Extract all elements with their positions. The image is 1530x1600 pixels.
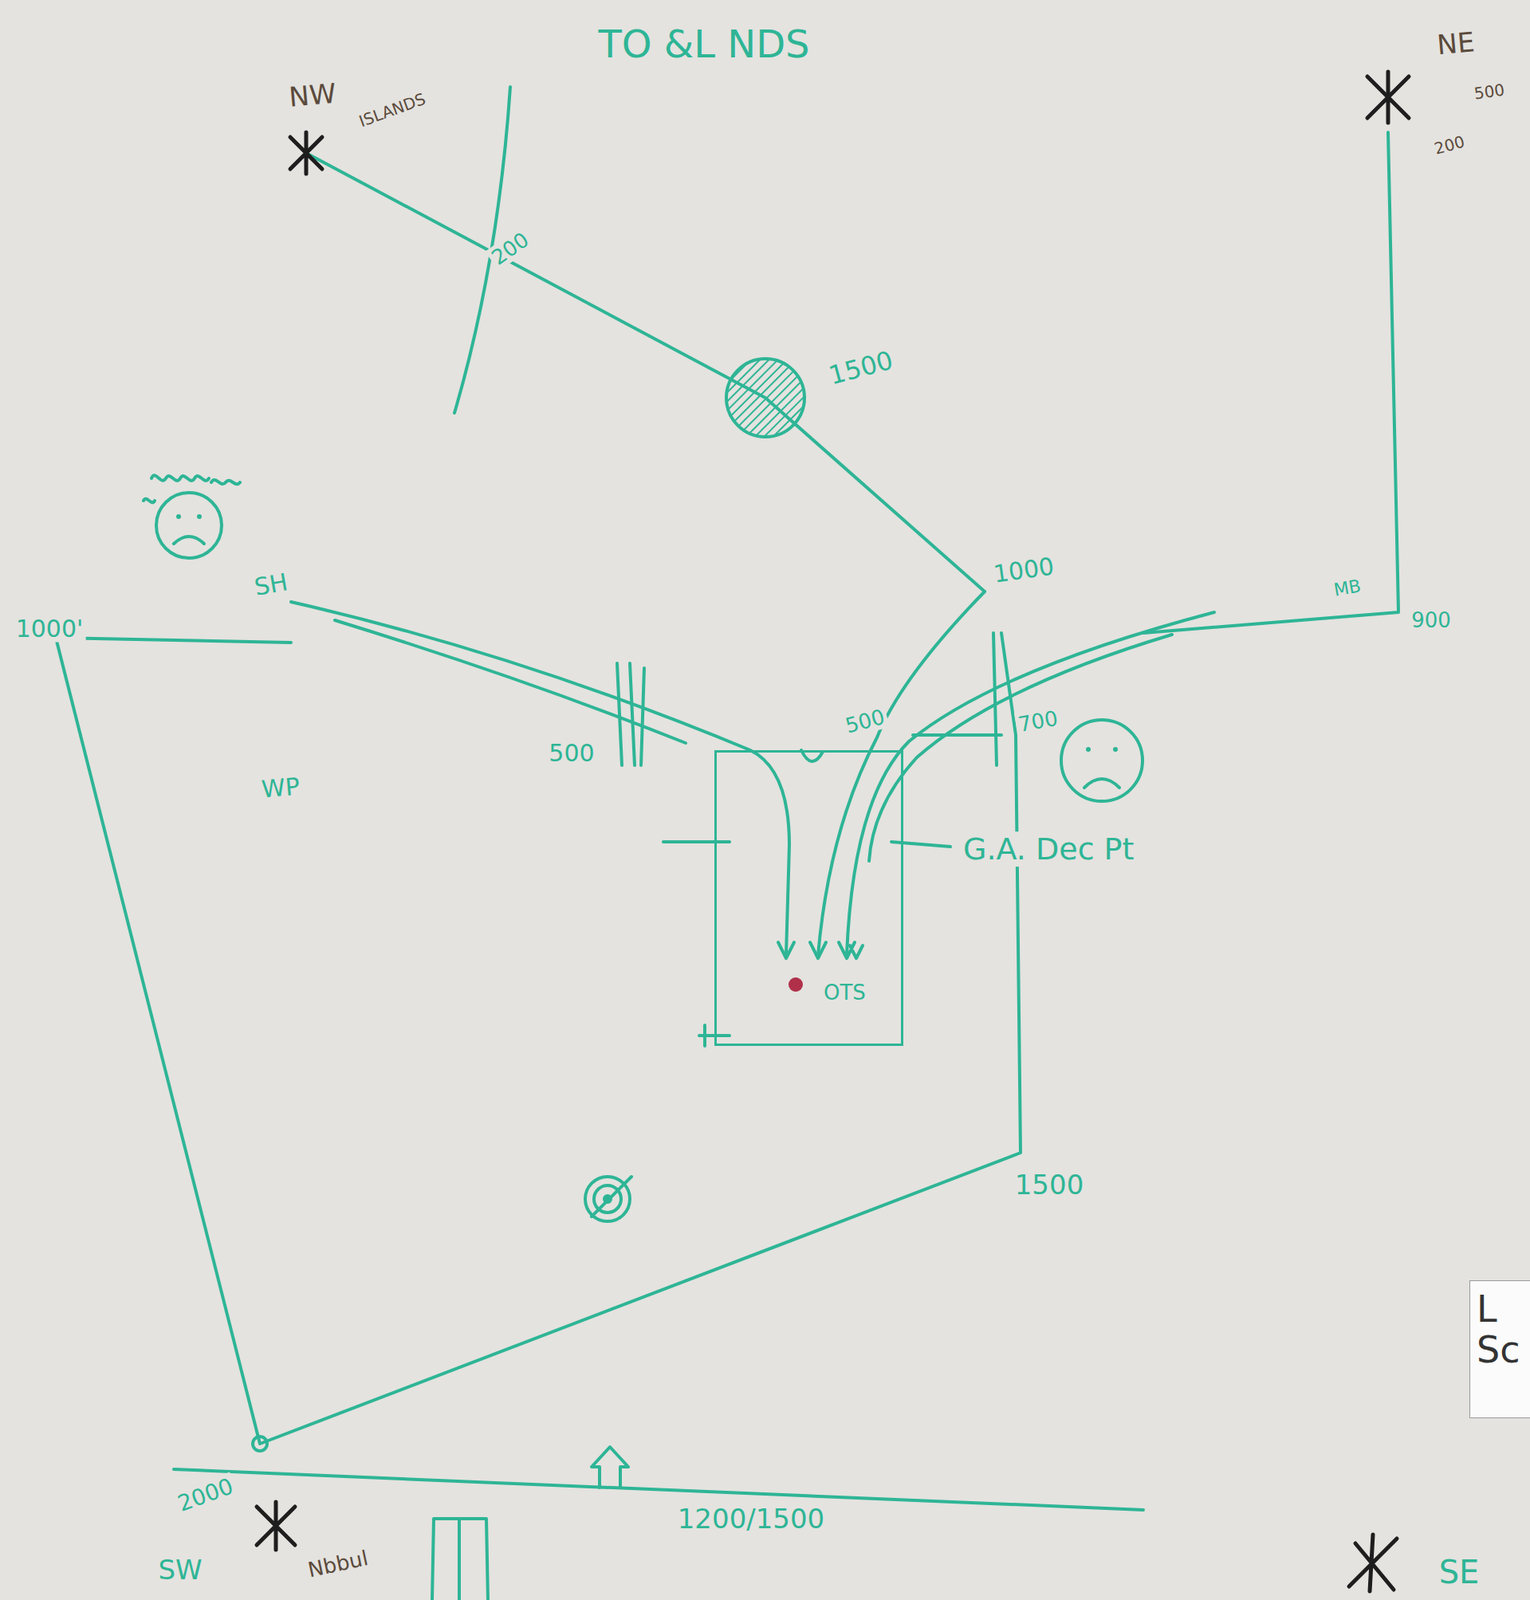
label-text: SE: [1436, 1553, 1483, 1591]
squiggles: [143, 475, 240, 503]
drop-zone-box: OTS: [714, 750, 904, 1047]
star-marker: [256, 1502, 295, 1550]
map-label: G.A. Dec Pt: [960, 833, 1137, 867]
map-label: 200: [485, 226, 535, 271]
target-slash: [591, 1176, 632, 1217]
eye: [196, 514, 202, 520]
label-text: 1000: [989, 551, 1059, 589]
tower-symbol: [432, 1518, 488, 1600]
label-text: 900: [1408, 608, 1454, 633]
map-label: 1000': [13, 615, 87, 642]
tick-marks: [663, 841, 730, 1047]
map-label: 1500: [823, 346, 899, 392]
boundary-outline: [55, 633, 1021, 1444]
map-label: 1500: [1012, 1170, 1087, 1200]
label-text: G.A. Dec Pt: [960, 831, 1137, 867]
target-center: [602, 1194, 613, 1204]
label-text: 1500: [823, 344, 899, 392]
baseline-road: [173, 1469, 1144, 1511]
map-label: 200: [1430, 132, 1469, 159]
sad-face: [1061, 719, 1143, 802]
map-label: 1000: [989, 552, 1059, 588]
map-label: 2000: [172, 1473, 239, 1518]
map-label: MB: [1329, 576, 1365, 602]
house-symbol: [591, 1447, 629, 1488]
label-text: 200: [1430, 131, 1470, 160]
label-text: 2000: [172, 1471, 240, 1518]
label-text: 1200/1500: [675, 1502, 828, 1535]
label-text: WP: [258, 771, 304, 804]
map-label: SW: [155, 1555, 205, 1586]
corner-circle: [252, 1436, 268, 1452]
arrow-heads: [778, 942, 863, 959]
eye: [176, 514, 181, 520]
ots-dot: [788, 977, 803, 992]
map-label: 500: [840, 704, 889, 739]
sad-face-mouth: [173, 536, 205, 544]
label-text: SH: [250, 567, 293, 602]
label-text: SW: [155, 1553, 205, 1586]
label-text: 500: [840, 704, 890, 739]
eye: [1085, 747, 1091, 752]
phase-line-left: [617, 663, 645, 766]
label-text: NW: [285, 77, 340, 115]
label-text: TO &L NDS: [595, 21, 812, 67]
map-label: WP: [258, 772, 303, 803]
map-label: NW: [285, 78, 340, 114]
leader-line: [891, 841, 951, 847]
map-label: 1200/1500: [675, 1504, 828, 1534]
eye: [1113, 747, 1118, 752]
boundary-inner: [912, 733, 1002, 737]
star-marker: [1367, 71, 1409, 123]
label-text: 1500: [1012, 1168, 1087, 1201]
map-label: 900: [1408, 609, 1454, 633]
map-label: SE: [1436, 1554, 1483, 1590]
label-text: MB: [1329, 575, 1365, 602]
overlay-panel: L Sc: [1469, 1280, 1530, 1419]
label-text: NE: [1433, 25, 1479, 61]
ne-route: [1143, 132, 1399, 634]
map-label: TO &L NDS: [595, 23, 812, 66]
label-text: 500: [1470, 79, 1508, 104]
sad-face-mouth: [1084, 778, 1120, 788]
box-text: L Sc: [1476, 1289, 1530, 1370]
map-label: 500: [546, 739, 597, 767]
nw-route: [306, 153, 985, 592]
label-text: ISLANDS: [353, 88, 431, 132]
label-text: Nbbul: [303, 1545, 374, 1582]
hatched-circle: [726, 358, 805, 437]
sad-face: [156, 492, 222, 559]
phase-line-right: [993, 633, 997, 766]
box-text: OTS: [823, 981, 866, 1005]
map-label: Nbbul: [303, 1545, 373, 1582]
star-marker: [1349, 1534, 1397, 1592]
label-text: 500: [546, 739, 597, 767]
map-label: 700: [1014, 706, 1062, 737]
map-label: ISLANDS: [354, 89, 431, 131]
boundary-top: [55, 637, 292, 643]
map-label: 500: [1471, 80, 1509, 103]
label-text: 200: [484, 226, 535, 272]
map-label: SH: [250, 568, 293, 602]
star-marker: [290, 132, 323, 174]
map-label: NE: [1433, 27, 1479, 61]
label-text: 700: [1014, 705, 1062, 737]
right-route-edge: [869, 634, 1173, 862]
label-text: 1000': [13, 614, 87, 643]
